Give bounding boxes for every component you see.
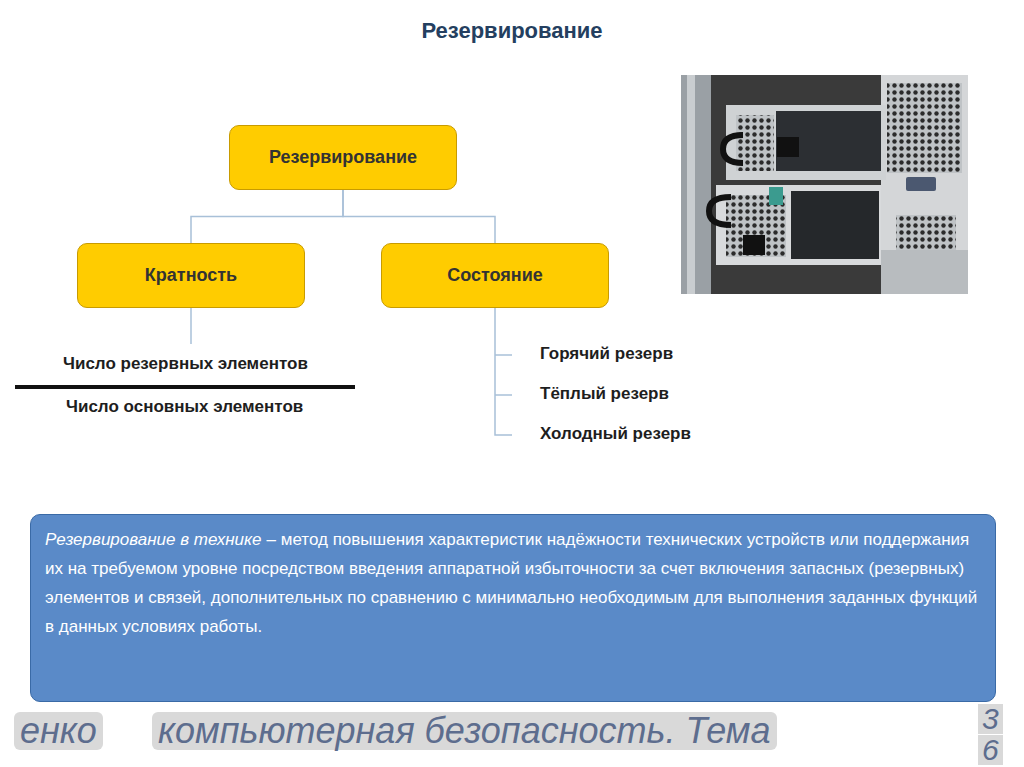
diagram-title: Резервирование [0, 18, 1024, 44]
page-number: 3 [978, 704, 1003, 734]
tree-connector [191, 190, 343, 243]
footer-band: компьютерная безопасность. Тема [152, 712, 777, 750]
state-item: Холодный резерв [540, 424, 691, 444]
state-item: Горячий резерв [540, 344, 673, 364]
box-label-group: Резервирование [269, 147, 417, 168]
box-label: Состояние [447, 265, 543, 286]
state-branches [495, 308, 512, 435]
box-label: Резервирование [269, 147, 417, 168]
fraction [15, 308, 355, 387]
definition-box: Резервирование в технике– метод повышени… [30, 514, 996, 702]
state-item: Тёплый резерв [540, 384, 669, 404]
definition-term: Резервирование в технике [45, 530, 261, 549]
category-box: Кратность [77, 243, 305, 308]
tree-connector [343, 190, 495, 243]
server-psu-photo [681, 75, 968, 294]
definition-text: Резервирование в технике– метод повышени… [45, 525, 981, 641]
fraction-numerator: Число резервных элементов [63, 354, 308, 374]
page-number: 6 [978, 735, 1003, 765]
box-label-group: Состояние [447, 265, 543, 286]
root-box: Резервирование [229, 125, 457, 190]
box-label-group: Кратность [145, 265, 237, 286]
box-label: Кратность [145, 265, 237, 286]
footer-band: енко [14, 712, 103, 750]
fraction-denominator: Число основных элементов [66, 397, 303, 417]
category-box: Состояние [381, 243, 609, 308]
